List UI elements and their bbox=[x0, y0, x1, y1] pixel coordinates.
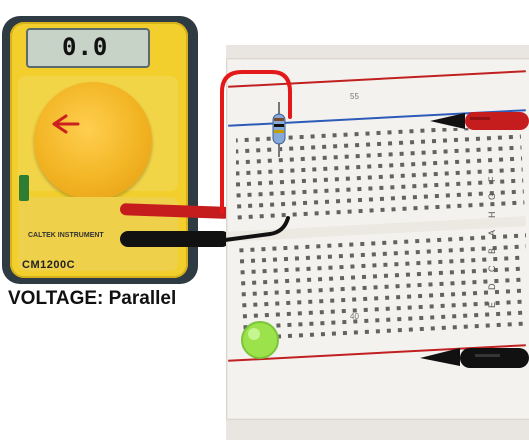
row-letter: B bbox=[487, 247, 497, 254]
caption: VOLTAGE: Parallel bbox=[8, 288, 177, 309]
meter-model: CM1200C bbox=[22, 259, 76, 271]
multimeter-lcd bbox=[26, 28, 150, 68]
red-jumper-wire bbox=[220, 70, 292, 214]
rotary-dial[interactable] bbox=[34, 82, 152, 200]
row-letter: A bbox=[487, 229, 497, 236]
column-mark: 55 bbox=[350, 92, 359, 101]
row-letter: C bbox=[487, 265, 497, 273]
row-letter: G bbox=[487, 192, 497, 200]
meter-brand: CALTEK INSTRUMENT bbox=[28, 232, 104, 239]
black-alligator-clip bbox=[420, 348, 529, 368]
row-letter: E bbox=[487, 301, 497, 308]
breadboard-row-letters: F G H A B C D E bbox=[485, 170, 499, 310]
black-probe-lead bbox=[120, 231, 230, 247]
dial-pointer-arrow-icon bbox=[52, 114, 80, 134]
column-mark: 40 bbox=[350, 312, 359, 321]
red-alligator-clip bbox=[430, 112, 529, 130]
resistor bbox=[272, 102, 286, 157]
meter-indicator bbox=[19, 175, 29, 201]
black-jumper-wire bbox=[208, 216, 290, 244]
breadboard-holes bbox=[236, 128, 526, 348]
row-letter: F bbox=[487, 176, 497, 183]
row-letter: H bbox=[487, 211, 497, 219]
multimeter-display-value: 0.0 bbox=[62, 33, 109, 61]
green-led bbox=[241, 321, 279, 359]
row-letter: D bbox=[487, 283, 497, 291]
